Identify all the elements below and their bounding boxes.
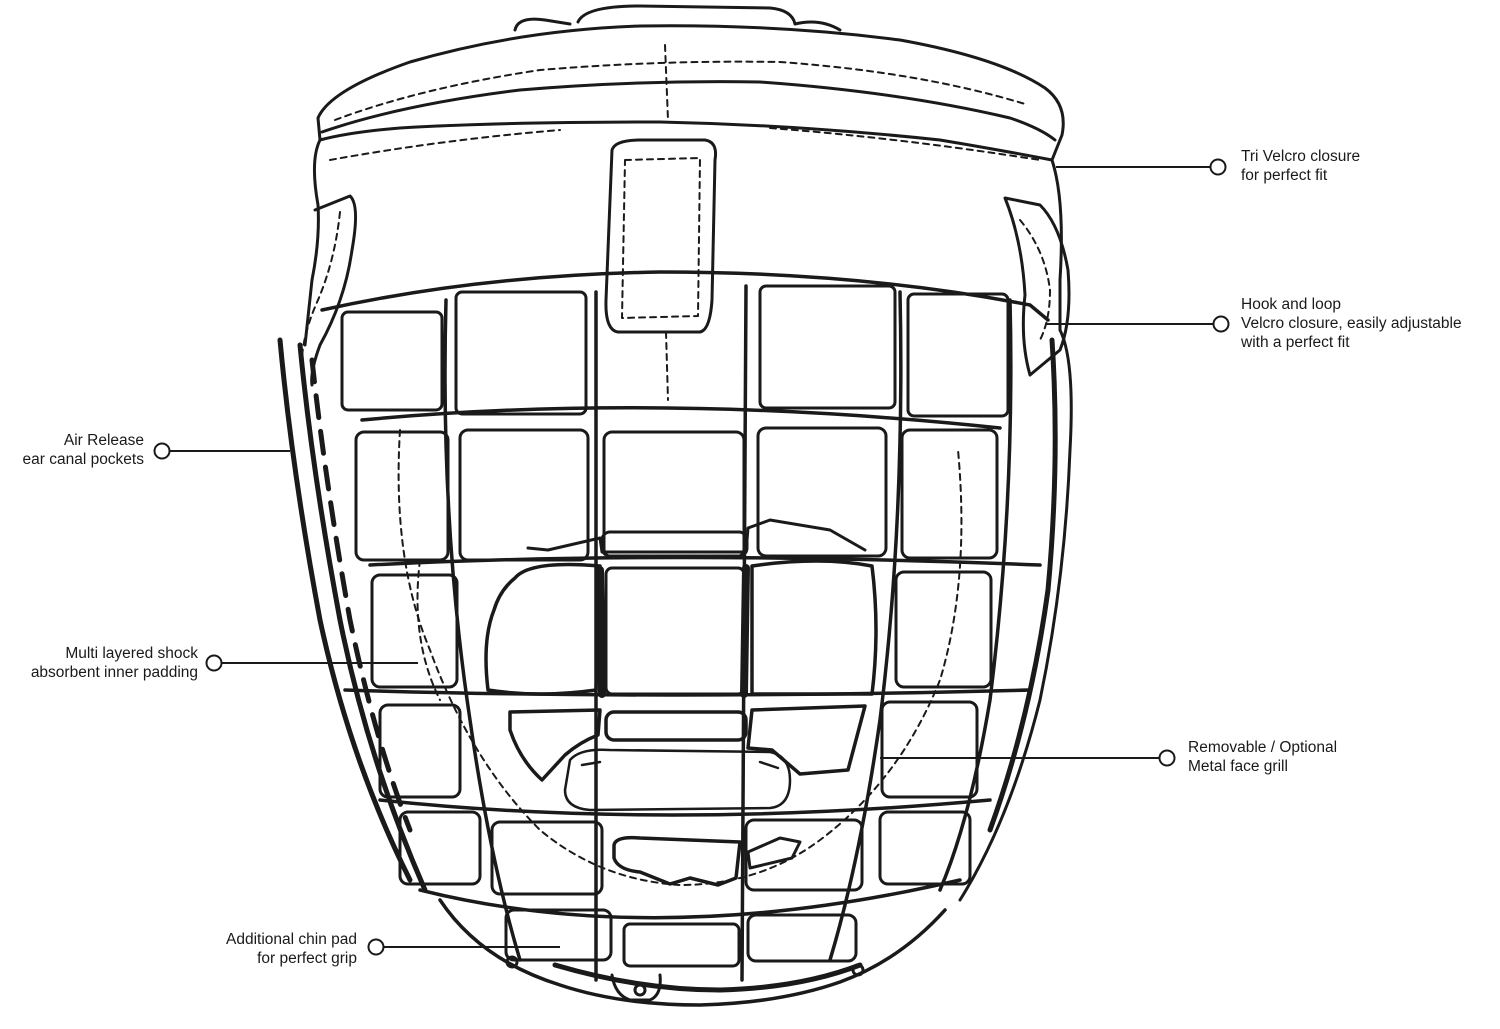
mouth-pad bbox=[508, 708, 602, 782]
callout-padding-line2: absorbent inner padding bbox=[30, 664, 198, 681]
callout-face-grill-line2: Metal face grill bbox=[1188, 758, 1288, 775]
right-strap bbox=[958, 328, 1073, 902]
callout-air-release: Air Release ear canal pockets bbox=[23, 431, 145, 469]
callout-chin-pad-line1: Additional chin pad bbox=[226, 931, 357, 948]
callout-dot-padding bbox=[205, 654, 223, 672]
callout-hook-loop-line3: with a perfect fit bbox=[1241, 334, 1350, 351]
crown-stitching bbox=[334, 60, 1026, 121]
callout-dot-face-grill bbox=[1158, 749, 1176, 767]
right-ear-flap bbox=[1003, 196, 1071, 377]
callout-face-grill: Removable / Optional Metal face grill bbox=[1188, 738, 1337, 776]
callout-dot-air-release bbox=[153, 442, 171, 460]
helmet-shell bbox=[303, 138, 1063, 347]
callout-dot-hook-loop bbox=[1212, 315, 1230, 333]
callout-dot-chin-pad bbox=[367, 938, 385, 956]
callout-face-grill-line1: Removable / Optional bbox=[1188, 739, 1338, 756]
grill-frame bbox=[320, 270, 1050, 322]
callout-air-release-line1: Air Release bbox=[63, 432, 144, 449]
chin-frame bbox=[438, 898, 947, 1007]
eye-pad bbox=[484, 562, 602, 696]
callout-tri-velcro: Tri Velcro closure for perfect fit bbox=[1241, 147, 1360, 185]
callout-padding-line1: Multi layered shock bbox=[65, 645, 198, 662]
callout-tri-velcro-line2: for perfect fit bbox=[1241, 167, 1328, 184]
left-strap bbox=[277, 337, 428, 893]
velcro-tab bbox=[604, 138, 717, 334]
chin-pad bbox=[612, 835, 742, 887]
callout-air-release-line2: ear canal pockets bbox=[22, 451, 145, 468]
callout-hook-loop-line2: Velcro closure, easily adjustable bbox=[1241, 315, 1462, 332]
callout-tri-velcro-line1: Tri Velcro closure bbox=[1241, 148, 1361, 165]
grill-cells bbox=[340, 284, 1010, 968]
crown-pad bbox=[316, 24, 1065, 162]
callout-dot-tri-velcro bbox=[1209, 158, 1227, 176]
callout-hook-loop-line1: Hook and loop bbox=[1241, 296, 1341, 313]
grill-bars bbox=[443, 298, 522, 962]
inner-padding bbox=[397, 429, 963, 886]
callout-chin-pad-line2: for perfect grip bbox=[257, 950, 357, 967]
callout-padding: Multi layered shock absorbent inner padd… bbox=[31, 644, 198, 682]
top-strap bbox=[513, 4, 842, 32]
callout-hook-loop: Hook and loop Velcro closure, easily adj… bbox=[1241, 295, 1462, 352]
callout-chin-pad: Additional chin pad for perfect grip bbox=[226, 930, 357, 968]
